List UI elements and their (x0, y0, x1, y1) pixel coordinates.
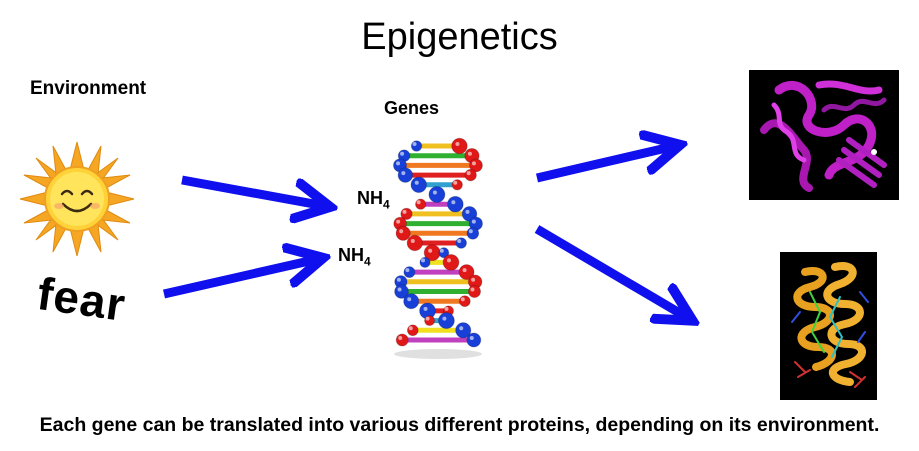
dna-node-highlight (423, 306, 428, 311)
dna-backbone-node (395, 333, 409, 347)
genes-label: Genes (384, 98, 440, 118)
dna-node-highlight (457, 239, 462, 243)
dna-backbone-node (406, 324, 419, 337)
dna-node-highlight (465, 209, 470, 214)
dna-backbone-node (424, 315, 436, 327)
dna-node-highlight (446, 258, 451, 263)
nh4-label-top: NH4 (357, 188, 390, 212)
dna-node-highlight (405, 268, 410, 273)
dna-backbone-node (419, 256, 431, 268)
dna-backbone-node (451, 137, 468, 155)
dna-node-highlight (397, 287, 402, 292)
dna-node-highlight (410, 239, 415, 243)
dna-backbone-node (455, 237, 468, 249)
dna-node-highlight (460, 297, 465, 302)
dna-backbone-node (394, 284, 409, 299)
dna-backbone-node (466, 332, 482, 348)
dna-node-highlight (421, 258, 426, 263)
dna-backbone-node (466, 226, 480, 240)
dna-backbone-node (428, 186, 446, 203)
dna-node-highlight (396, 161, 401, 166)
protein-structure-icon (749, 70, 899, 200)
dna-backbone-node (397, 167, 414, 183)
dna-backbone-node (395, 225, 411, 241)
dna-backbone-node (458, 295, 471, 308)
dna-backbone-node (451, 179, 463, 191)
environment-label: Environment (30, 78, 147, 99)
nh4-label-bottom: NH4 (338, 245, 371, 269)
fear-text: fear (34, 267, 130, 331)
protein-structure-icon (780, 252, 877, 400)
dna-backbone-node (458, 264, 475, 281)
dna-node-highlight (408, 326, 413, 331)
dna-node-highlight (462, 268, 467, 273)
dna-node-highlight (407, 297, 412, 302)
dna-node-highlight (444, 306, 449, 311)
dna-node-highlight (471, 219, 476, 224)
sun-smiley-icon (18, 140, 136, 258)
dna-node-highlight (471, 277, 476, 282)
dna-backbone-node (410, 176, 428, 194)
dna-node-highlight (442, 316, 447, 321)
dna-node-highlight (412, 142, 417, 146)
dna-node-highlight (432, 190, 437, 195)
dna-node-highlight (428, 248, 433, 253)
dna-node-highlight (466, 171, 471, 176)
dna-node-highlight (455, 142, 460, 146)
dna-node-highlight (398, 336, 403, 340)
dna-node-highlight (439, 248, 444, 253)
diagram-title: Epigenetics (361, 16, 558, 58)
dna-node-highlight (414, 180, 419, 185)
dna-backbone-node (442, 253, 460, 271)
dna-backbone-node (403, 293, 420, 310)
arrow-fear-to-genes (163, 259, 318, 299)
dna-backbone-node (455, 322, 472, 339)
dna-node-highlight (396, 219, 401, 224)
dna-node-highlight (425, 316, 430, 321)
fear-word: fear (34, 267, 129, 331)
dna-node-highlight (416, 200, 421, 205)
dna-backbone-node (437, 312, 455, 330)
dna-node-highlight (400, 151, 405, 156)
dna-node-highlight (402, 209, 407, 214)
caption: Each gene can be translated into various… (39, 414, 880, 436)
dna-node-highlight (399, 229, 404, 234)
dna-node-highlight (459, 326, 464, 331)
dna-backbone-node (410, 140, 423, 152)
arrow-genes-to-protein1 (535, 146, 675, 183)
dna-backbone-node (414, 198, 427, 210)
dna-node-highlight (401, 171, 406, 176)
dna-node-highlight (467, 151, 472, 156)
dna-backbone-node (403, 266, 416, 279)
dna-helix-icon (378, 132, 498, 360)
dna-node-highlight (471, 161, 476, 166)
dna-backbone-node (467, 284, 482, 299)
dna-node-highlight (470, 287, 475, 292)
dna-node-highlight (451, 200, 456, 205)
dna-node-highlight (468, 229, 473, 234)
arrow-sun-to-genes (181, 175, 325, 206)
dna-backbone-node (447, 195, 464, 213)
dna-backbone-node (406, 234, 423, 252)
arrow-genes-to-protein2 (534, 225, 688, 318)
dna-node-highlight (469, 336, 474, 340)
dna-node-highlight (396, 277, 401, 282)
dna-backbone-node (464, 168, 477, 182)
dna-node-highlight (453, 180, 458, 185)
